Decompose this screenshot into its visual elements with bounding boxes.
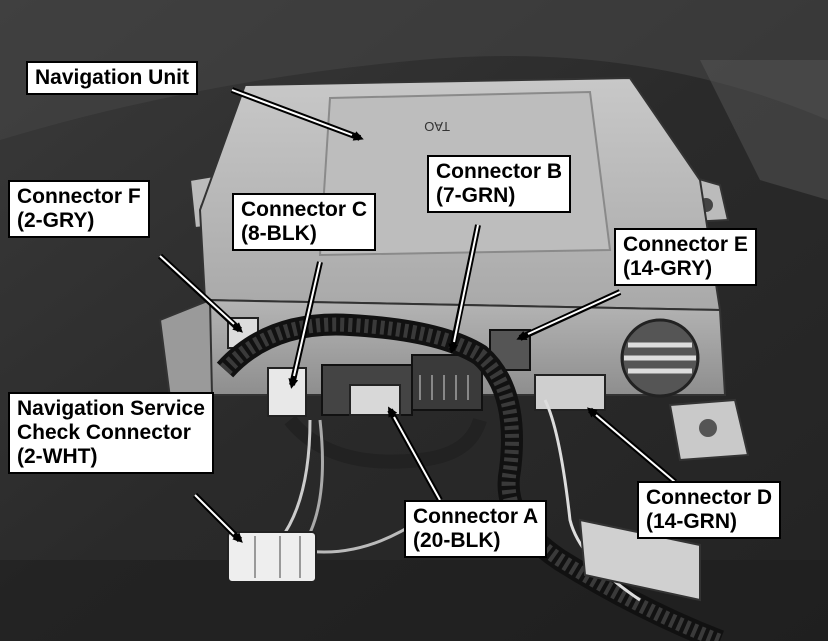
callout-connector-d-line-2: (14-GRN) — [646, 510, 738, 533]
callout-connector-d: Connector D (14-GRN) — [637, 481, 781, 539]
callout-connector-e: Connector E (14-GRY) — [614, 228, 757, 286]
connector-b-pins — [419, 375, 469, 400]
callout-connector-f: Connector F (2-GRY) — [8, 180, 150, 238]
callout-connector-c-line-2: (8-BLK) — [241, 222, 317, 245]
callout-service-check-line-2: Check Connector — [17, 421, 191, 444]
callout-service-check-line-1: Navigation Service — [17, 397, 205, 420]
callout-connector-c: Connector C (8-BLK) — [232, 193, 376, 251]
callout-connector-c-line-1: Connector C — [241, 198, 367, 221]
carpet-fold — [700, 60, 828, 200]
cooling-fan-grill — [624, 342, 696, 374]
callout-connector-f-line-2: (2-GRY) — [17, 209, 95, 232]
connector-a-plug — [349, 384, 401, 416]
wire-harness-texture — [219, 317, 723, 641]
right-bottom-bracket-hole — [699, 419, 717, 437]
service-wire-1 — [278, 419, 312, 541]
callout-connector-d-line-1: Connector D — [646, 486, 772, 509]
connector-c-plug — [267, 367, 307, 417]
service-check-connector-plug — [227, 531, 317, 583]
callout-connector-b: Connector B (7-GRN) — [427, 155, 571, 213]
connector-d-socket — [534, 374, 606, 411]
callout-navigation-unit: Navigation Unit — [26, 61, 199, 95]
callout-connector-e-line-1: Connector E — [623, 233, 748, 256]
carpet-upper-area — [0, 0, 828, 140]
callout-service-check-connector: Navigation Service Check Connector (2-WH… — [8, 392, 214, 474]
service-check-connector-ridges — [254, 536, 301, 578]
callout-connector-e-line-2: (14-GRY) — [623, 257, 713, 280]
callout-navigation-unit-line-1: Navigation Unit — [35, 66, 190, 89]
callout-connector-b-line-1: Connector B — [436, 160, 562, 183]
callout-connector-f-line-1: Connector F — [17, 185, 141, 208]
unit-top-label: TAO — [424, 119, 450, 134]
callout-connector-a-line-1: Connector A — [413, 505, 539, 528]
callout-connector-a-line-2: (20-BLK) — [413, 529, 501, 552]
callout-service-check-line-3: (2-WHT) — [17, 445, 98, 468]
callout-connector-b-line-2: (7-GRN) — [436, 184, 516, 207]
callout-connector-a: Connector A (20-BLK) — [404, 500, 548, 558]
connector-b-socket — [411, 354, 483, 411]
